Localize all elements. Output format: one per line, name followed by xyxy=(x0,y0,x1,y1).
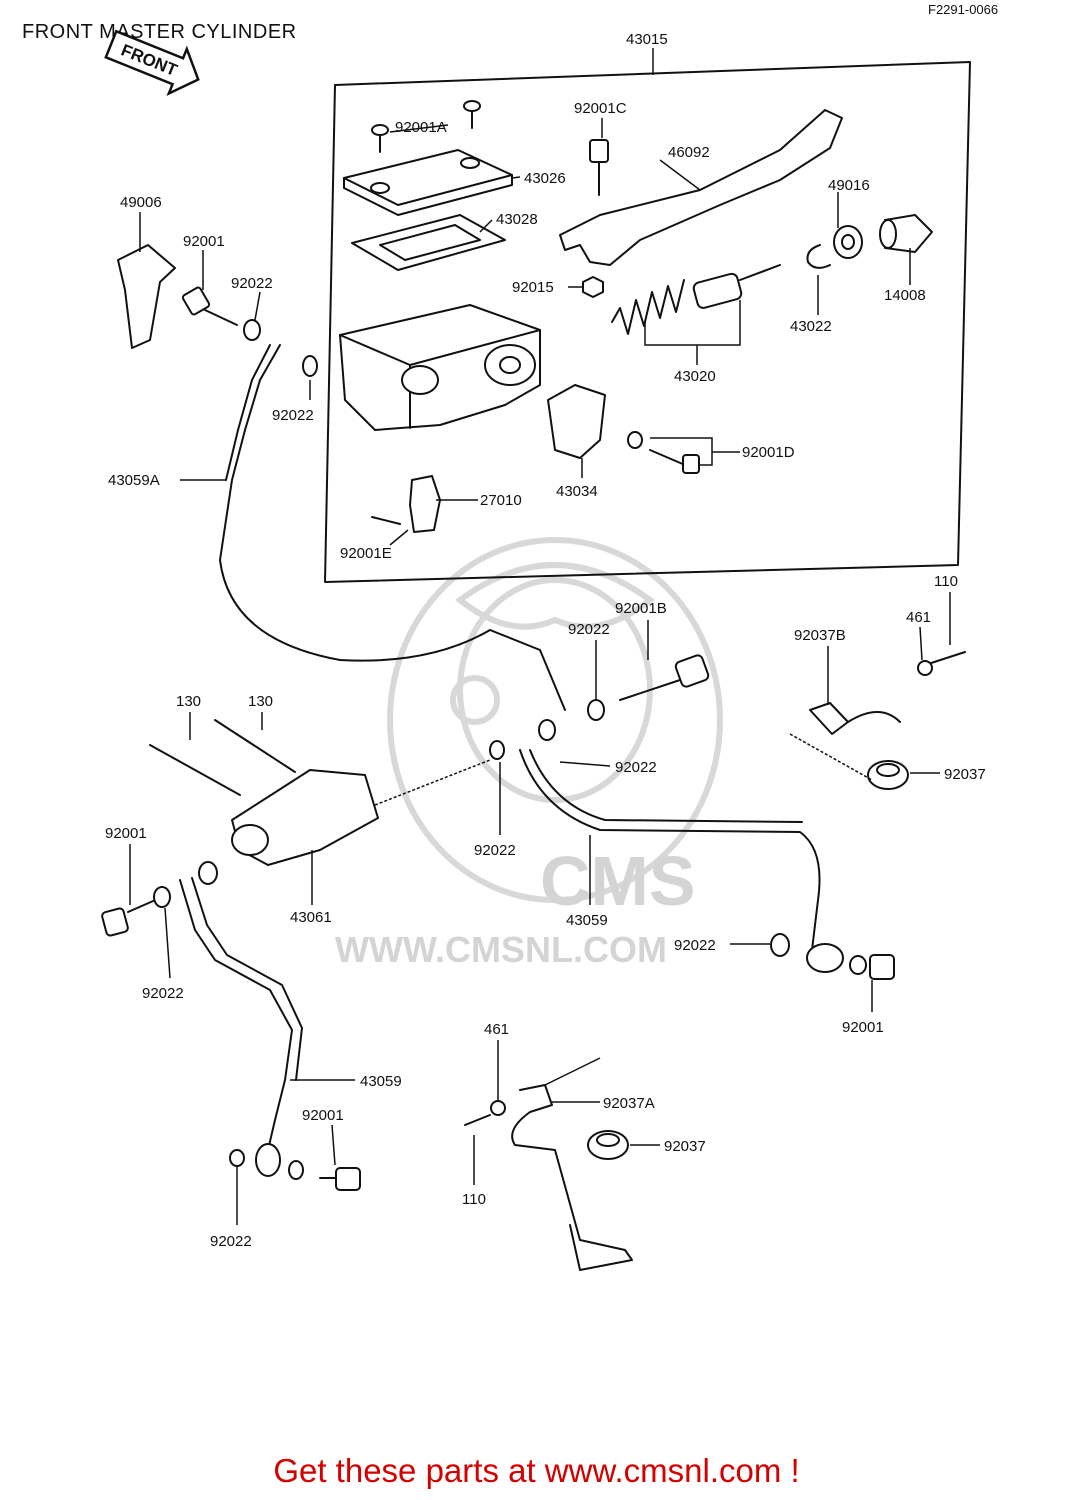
banjo-bolt-92001-low xyxy=(229,1143,361,1191)
label-130-b: 130 xyxy=(248,693,273,710)
master-cylinder-body xyxy=(339,304,541,431)
label-14008: 14008 xyxy=(884,287,926,304)
hose-43059-low xyxy=(179,879,293,1151)
pivot-bolt-92001c xyxy=(589,139,609,196)
label-92022-top: 92022 xyxy=(231,275,273,292)
label-43022: 43022 xyxy=(790,318,832,335)
label-461-low: 461 xyxy=(484,1021,509,1038)
shop-link[interactable]: Get these parts at www.cmsnl.com ! xyxy=(273,1452,800,1489)
label-92001-top: 92001 xyxy=(183,233,225,250)
part-labels: 43015 92001A 92001C 46092 43026 43028 49… xyxy=(105,31,986,1250)
grommet-92037-low xyxy=(587,1130,629,1160)
bolts-92001d xyxy=(627,431,700,474)
boot-14008 xyxy=(879,214,933,253)
label-43059-low: 43059 xyxy=(360,1073,402,1090)
clamp-43034 xyxy=(547,384,606,459)
leader-lines xyxy=(129,118,951,1225)
dust-cap-49006 xyxy=(117,244,176,349)
collar-49016 xyxy=(833,225,863,259)
label-92037b: 92037B xyxy=(794,627,846,644)
label-92037-top: 92037 xyxy=(944,766,986,783)
brake-lever-46092 xyxy=(559,109,843,266)
watermark-url: WWW.CMSNL.COM xyxy=(335,929,667,970)
banjo-bolt-92001b xyxy=(489,654,710,760)
label-92001a: 92001A xyxy=(395,119,447,136)
label-43061: 43061 xyxy=(290,909,332,926)
label-461-top: 461 xyxy=(906,609,931,626)
label-43020: 43020 xyxy=(674,368,716,385)
label-92001b: 92001B xyxy=(615,600,667,617)
label-92001e: 92001E xyxy=(340,545,392,562)
clip-43022 xyxy=(806,244,831,269)
label-92015: 92015 xyxy=(512,279,554,296)
banjo-bolt-92001-left xyxy=(101,861,218,937)
label-43034: 43034 xyxy=(556,483,598,500)
piston-assembly-43020 xyxy=(611,264,781,335)
clamp-92037b xyxy=(809,651,966,735)
label-92037-low: 92037 xyxy=(664,1138,706,1155)
label-92022-b1: 92022 xyxy=(568,621,610,638)
label-92022-b3: 92022 xyxy=(474,842,516,859)
diaphragm-43028 xyxy=(351,214,506,271)
label-130-a: 130 xyxy=(176,693,201,710)
label-92022-b4: 92022 xyxy=(674,937,716,954)
label-92022-b2: 92022 xyxy=(615,759,657,776)
reservoir-cap-43026 xyxy=(343,149,513,216)
banjo-bolt-92001-top xyxy=(181,286,318,377)
label-92001-right: 92001 xyxy=(842,1019,884,1036)
label-43059-mid: 43059 xyxy=(566,912,608,929)
label-92022-mid: 92022 xyxy=(272,407,314,424)
bolts-130 xyxy=(149,719,296,796)
label-110-low: 110 xyxy=(462,1191,486,1208)
bracket-92037a xyxy=(464,1084,633,1271)
label-46092: 46092 xyxy=(668,144,710,161)
label-92001d: 92001D xyxy=(742,444,795,461)
label-43028: 43028 xyxy=(496,211,538,228)
hose-43059-mid xyxy=(519,749,821,951)
assembly-box-43015 xyxy=(324,61,971,583)
banjo-bolt-92001-right xyxy=(770,933,895,980)
hose-43059a xyxy=(219,344,566,711)
label-92022-low: 92022 xyxy=(210,1233,252,1250)
diagram-code: F2291-0066 xyxy=(928,2,998,17)
watermark-logo: CMS WWW.CMSNL.COM xyxy=(335,537,723,970)
label-92022-left: 92022 xyxy=(142,985,184,1002)
label-43026: 43026 xyxy=(524,170,566,187)
watermark-brand: CMS xyxy=(540,842,696,920)
nut-92015 xyxy=(582,276,604,298)
label-43059a: 43059A xyxy=(108,472,160,489)
grommet-92037-top xyxy=(867,760,909,790)
switch-27010 xyxy=(371,475,441,533)
label-92001-left: 92001 xyxy=(105,825,147,842)
page-title: FRONT MASTER CYLINDER xyxy=(22,21,297,43)
screw-92001a xyxy=(371,100,481,153)
label-27010: 27010 xyxy=(480,492,522,509)
label-110-top: 110 xyxy=(934,573,958,590)
label-49016: 49016 xyxy=(828,177,870,194)
label-92001-low: 92001 xyxy=(302,1107,344,1124)
label-92037a: 92037A xyxy=(603,1095,655,1112)
label-49006: 49006 xyxy=(120,194,162,211)
label-92001c: 92001C xyxy=(574,100,627,117)
label-43015: 43015 xyxy=(626,31,668,48)
